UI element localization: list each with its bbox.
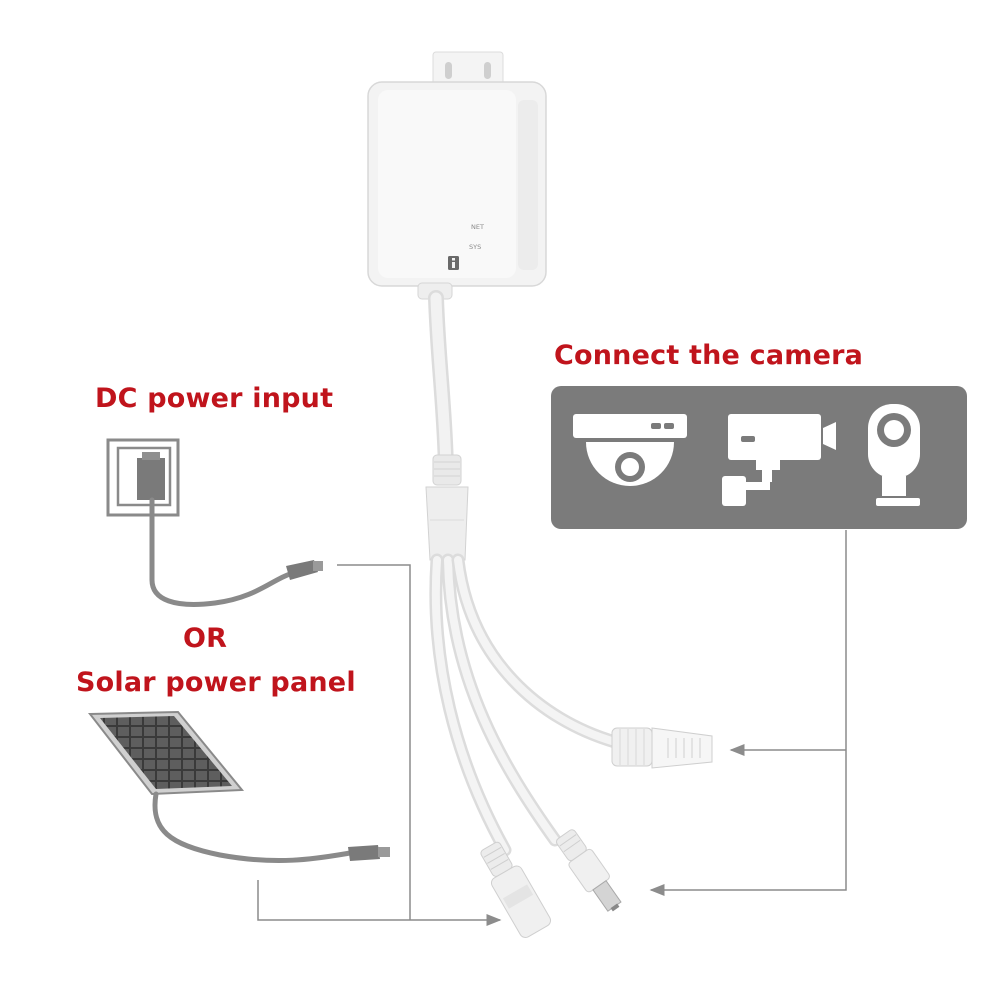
solar-panel-icon	[87, 710, 390, 863]
dc-input-connector-line	[337, 564, 411, 920]
solar-input-connector-line	[257, 880, 502, 926]
brand-logo-icon	[448, 256, 459, 270]
rj45-connector	[611, 727, 713, 769]
or-label: OR	[183, 623, 228, 654]
poe-splitter-device: NET SYS	[367, 51, 547, 300]
dome-camera-icon	[573, 414, 687, 486]
main-cable	[425, 290, 469, 561]
dc-power-input-label: DC power input	[95, 383, 334, 414]
solar-power-panel-label: Solar power panel	[76, 667, 356, 698]
camera-panel-connector-line	[649, 530, 847, 896]
home-camera-icon	[868, 404, 920, 506]
dc-power-adapter-icon	[106, 438, 323, 607]
connect-camera-label: Connect the camera	[554, 340, 864, 371]
bullet-camera-icon	[722, 414, 836, 506]
female-dc-connector	[480, 841, 552, 938]
male-dc-connector	[556, 829, 622, 912]
split-cables	[429, 553, 622, 857]
connector-lines	[257, 530, 847, 926]
camera-panel	[551, 386, 967, 529]
net-led-label: NET	[471, 223, 484, 231]
sys-led-label: SYS	[469, 243, 481, 251]
